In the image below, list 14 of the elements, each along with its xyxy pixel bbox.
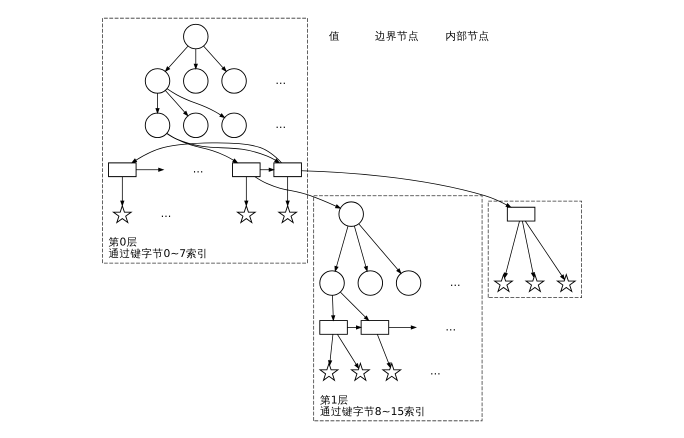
node-label: 第0层 bbox=[108, 235, 138, 248]
node-label: 第1层 bbox=[320, 392, 349, 406]
label: 边界节点 bbox=[375, 28, 420, 42]
label: … bbox=[450, 275, 461, 288]
label: … bbox=[275, 118, 286, 131]
label: … bbox=[160, 206, 172, 220]
label: 内部节点 bbox=[446, 28, 490, 42]
node-label: 通过键字节8~15索引 bbox=[320, 404, 426, 418]
label: … bbox=[430, 364, 441, 378]
label: … bbox=[192, 162, 204, 176]
node-label: 通过键字节0~7索引 bbox=[108, 246, 208, 260]
label: 值 bbox=[328, 28, 340, 42]
label: … bbox=[445, 320, 456, 333]
label: … bbox=[275, 73, 286, 86]
